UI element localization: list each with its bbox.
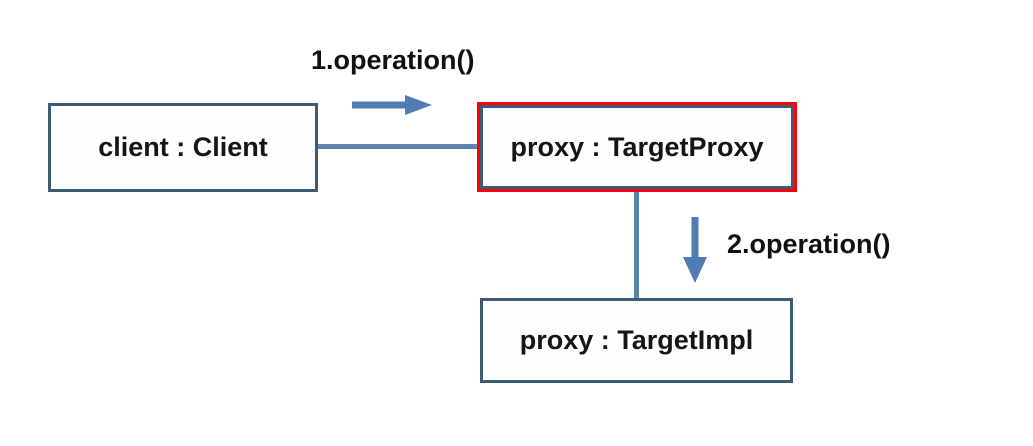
edge-label-operation-1: 1.operation(): [311, 45, 475, 75]
down-arrow-icon: [683, 217, 707, 283]
node-target-proxy: proxy : TargetProxy: [477, 102, 797, 192]
edge-label-operation-2: 2.operation(): [727, 229, 891, 259]
node-target-proxy-label: proxy : TargetProxy: [510, 131, 764, 162]
proxy-impl-connector-line: [634, 190, 639, 300]
client-proxy-connector-line: [315, 144, 479, 149]
right-arrow-icon: [352, 95, 432, 115]
node-client-label: client : Client: [98, 132, 268, 162]
node-client: client : Client: [48, 103, 318, 192]
node-target-impl-label: proxy : TargetImpl: [519, 325, 754, 355]
node-target-impl: proxy : TargetImpl: [480, 298, 793, 383]
